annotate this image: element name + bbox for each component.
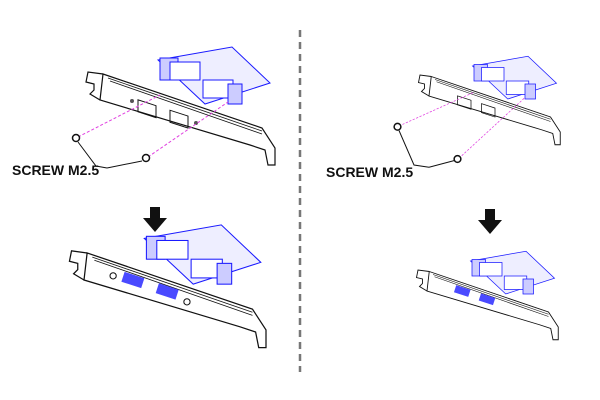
usb-port xyxy=(478,293,496,306)
card-board xyxy=(157,46,271,105)
guide-line xyxy=(77,94,161,138)
callout-line xyxy=(77,141,108,169)
left-after-assembly xyxy=(68,224,267,349)
screw-label-right: SCREW M2.5 xyxy=(326,164,414,180)
screw-icon xyxy=(453,154,462,164)
card-board xyxy=(143,224,262,285)
callout-line xyxy=(428,160,455,168)
screw-hole xyxy=(130,99,134,103)
down-arrow-icon xyxy=(143,207,167,232)
card-board xyxy=(472,55,557,100)
screw-icon xyxy=(393,122,402,131)
bracket-cutout xyxy=(169,109,189,129)
bracket-cutout xyxy=(481,103,496,118)
screw-icon xyxy=(141,153,151,163)
bracket-cutout xyxy=(457,95,472,110)
screw-hole xyxy=(194,121,198,125)
screw-icon xyxy=(183,298,191,306)
usb-port xyxy=(155,283,179,300)
right-before-assembly xyxy=(393,55,561,168)
usb-port xyxy=(453,285,471,297)
card-board xyxy=(470,250,555,295)
left-before-assembly xyxy=(71,46,276,169)
usb-port xyxy=(121,271,145,289)
callout-line xyxy=(106,160,143,169)
screw-label-left: SCREW M2.5 xyxy=(12,162,100,178)
callout-line xyxy=(398,130,430,168)
right-after-assembly xyxy=(416,250,559,341)
guide-line xyxy=(147,101,229,158)
screw-icon xyxy=(109,272,117,280)
screw-icon xyxy=(71,133,81,143)
down-arrow-icon xyxy=(478,209,502,234)
guide-line xyxy=(398,91,475,127)
